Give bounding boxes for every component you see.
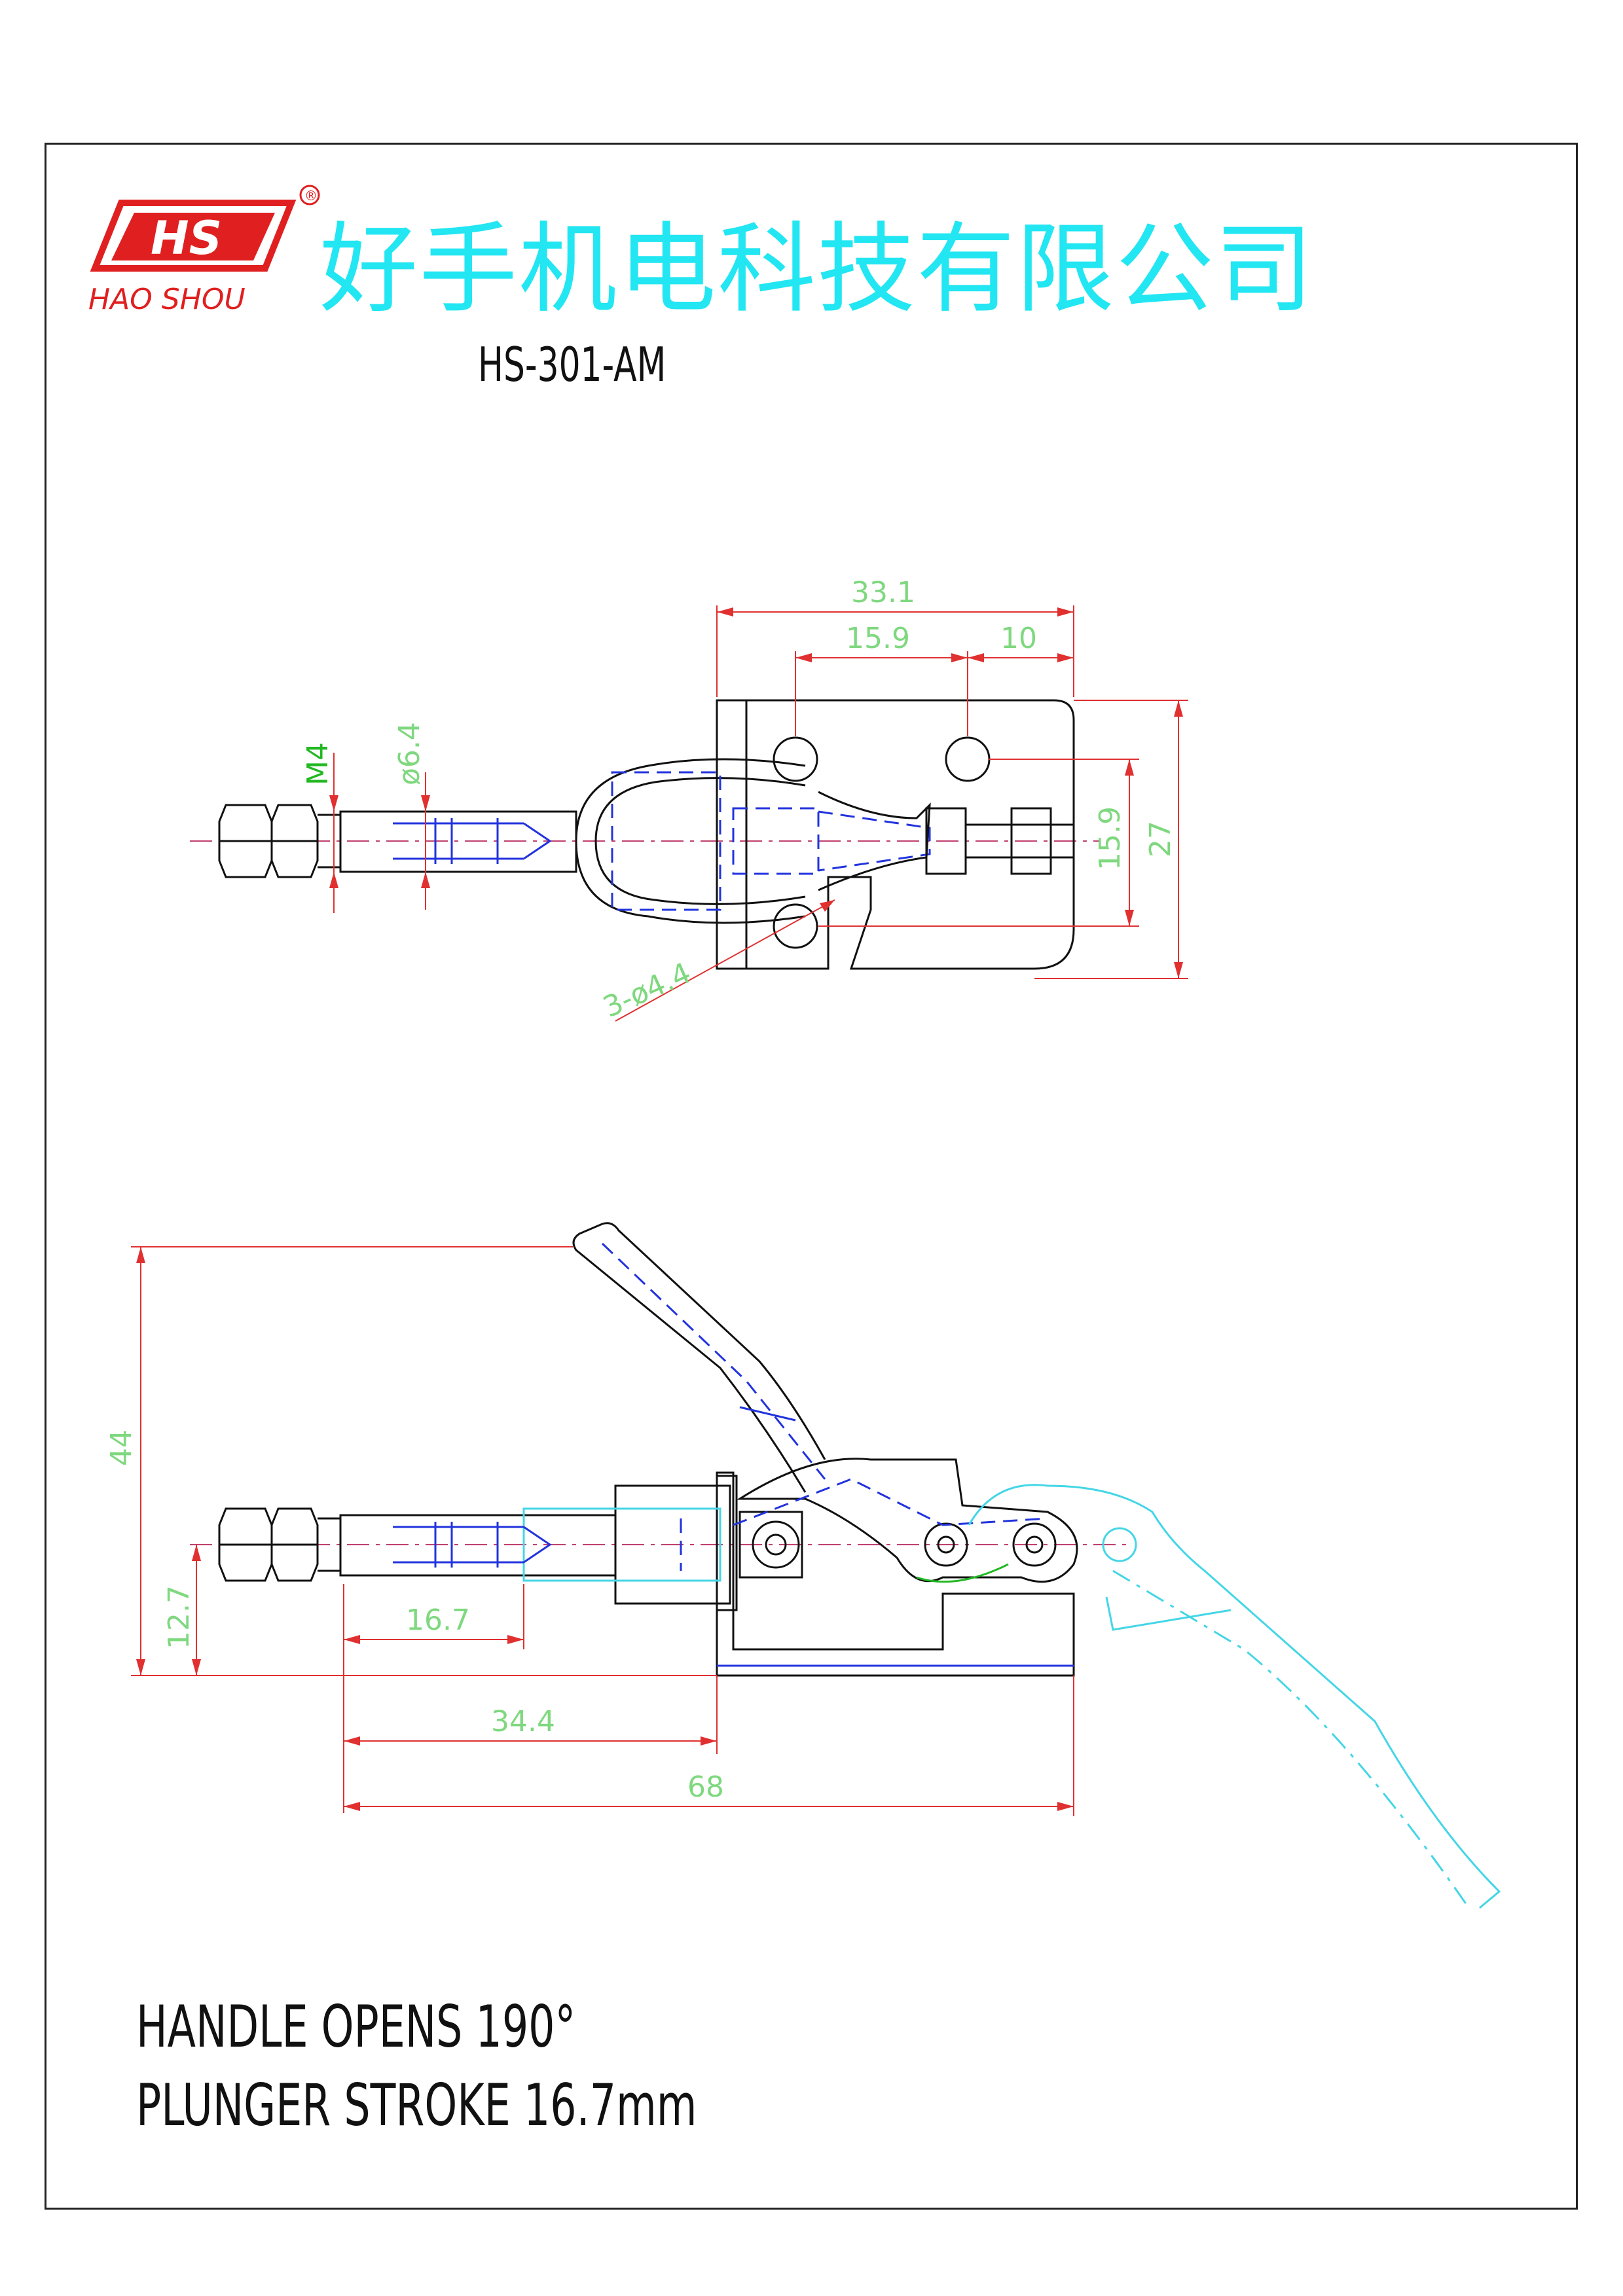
side-view: 44 12.7 16.7 34.4 68 [105, 1222, 1501, 1909]
dim-holes: 3-ø4.4 [598, 956, 696, 1024]
model-number: HS-301-AM [478, 337, 666, 392]
company-name: 好手机电科技有限公司 [319, 213, 1315, 327]
registered-mark: ® [304, 188, 318, 204]
dim-hole-pitch: 15.9 [1093, 806, 1127, 870]
dim-base-height: 27 [1144, 821, 1177, 857]
hs-logo: HS ® HAO SHOU [88, 185, 320, 316]
note-plunger-stroke: PLUNGER STROKE 16.7mm [136, 2072, 697, 2139]
dim-plunger-stroke: 16.7 [406, 1604, 470, 1637]
top-view: 33.1 15.9 10 15.9 27 M4 [190, 576, 1188, 1024]
dim-hole-spacing: 15.9 [846, 622, 910, 655]
drawing-border [45, 143, 1578, 2210]
dim-overall-width: 33.1 [851, 576, 915, 609]
dim-rod-height: 12.7 [162, 1585, 196, 1649]
dim-edge-offset: 10 [1000, 622, 1037, 655]
logo-letters: HS [151, 211, 222, 265]
dim-overall-length: 68 [687, 1770, 724, 1804]
dim-rod-diameter: ø6.4 [393, 722, 426, 785]
dim-thread: M4 [301, 742, 335, 785]
dim-mount-offset: 34.4 [491, 1705, 555, 1738]
logo-wordmark: HAO SHOU [88, 283, 246, 316]
dim-handle-height: 44 [105, 1429, 138, 1466]
note-handle-opens: HANDLE OPENS 190° [136, 1993, 576, 2060]
